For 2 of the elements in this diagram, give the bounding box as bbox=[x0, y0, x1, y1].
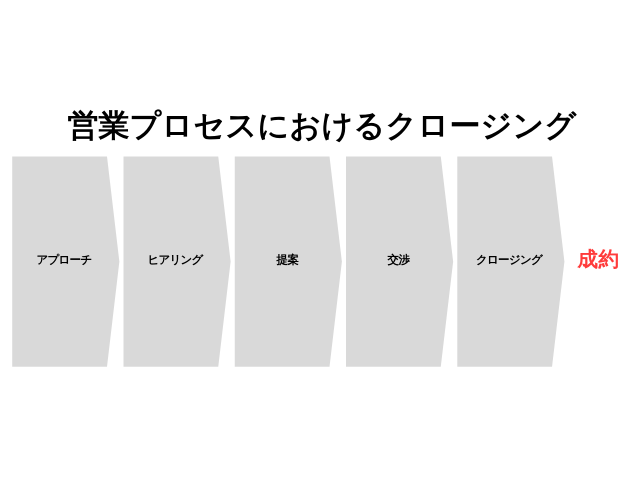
diagram-title: 営業プロセスにおけるクロージング bbox=[68, 107, 577, 144]
label: 成約 bbox=[577, 246, 620, 270]
